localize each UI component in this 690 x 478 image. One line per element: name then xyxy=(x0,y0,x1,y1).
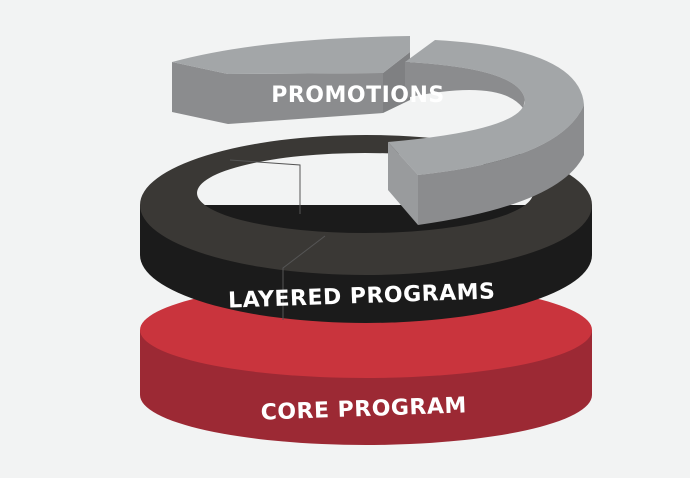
promotions-top xyxy=(172,36,410,74)
promotions-inner-side xyxy=(405,62,525,108)
promotions-top xyxy=(388,40,584,175)
segment-divider xyxy=(229,159,301,214)
promotions-side xyxy=(418,105,584,225)
promotions-layer: PROMOTIONS xyxy=(172,36,584,225)
segment-divider xyxy=(282,235,326,320)
promotions-end xyxy=(388,142,418,225)
promotions-side xyxy=(228,73,383,124)
promotions-label: PROMOTIONS xyxy=(271,83,445,108)
layered-programs-top xyxy=(139,134,592,276)
promotions-side xyxy=(172,62,228,124)
layered-programs-layer: LAYERED PROGRAMS xyxy=(139,134,592,323)
promotions-end xyxy=(383,52,410,113)
